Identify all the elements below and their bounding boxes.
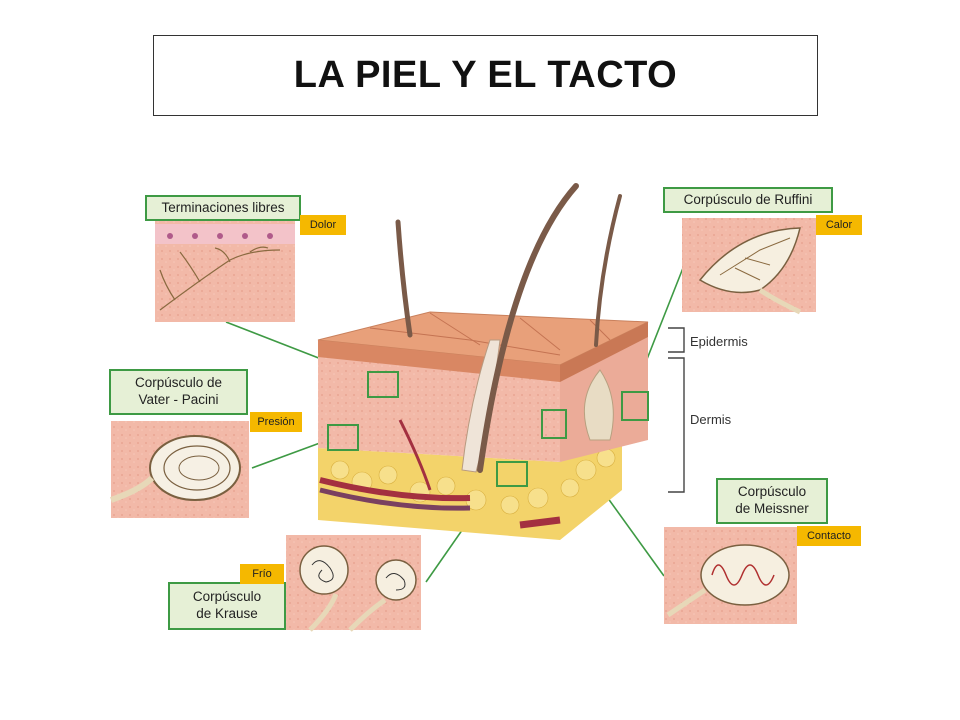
- label-corpusculo-pacini: Corpúsculo de Vater - Pacini: [109, 369, 248, 415]
- inset-terminaciones: [155, 220, 295, 322]
- tag-dolor: Dolor: [300, 215, 346, 235]
- tag-contacto: Contacto: [797, 526, 861, 546]
- dermis-front: [318, 355, 560, 462]
- layer-brackets: [668, 327, 685, 493]
- label-terminaciones-libres: Terminaciones libres: [145, 195, 301, 221]
- title-box: LA PIEL Y EL TACTO: [153, 35, 818, 116]
- tag-frio: Frío: [240, 564, 284, 584]
- label-corpusculo-ruffini: Corpúsculo de Ruffini: [663, 187, 833, 213]
- layer-label-epidermis: Epidermis: [690, 334, 748, 349]
- tag-calor: Calor: [816, 215, 862, 235]
- page-title: LA PIEL Y EL TACTO: [293, 54, 678, 96]
- inset-krause: [286, 535, 421, 632]
- skin-block: [317, 311, 649, 540]
- subcutaneous-fat: [318, 440, 622, 540]
- layer-label-dermis: Dermis: [690, 412, 732, 427]
- epidermis-side: [560, 322, 648, 382]
- inset-meissner: [664, 527, 797, 624]
- label-corpusculo-meissner: Corpúsculo de Meissner: [716, 478, 828, 524]
- inset-ruffini: [682, 218, 816, 315]
- inset-pacini: [110, 421, 249, 518]
- label-corpusculo-krause: Corpúsculo de Krause: [168, 582, 286, 630]
- hairs: [395, 183, 622, 473]
- tag-presion: Presión: [250, 412, 302, 432]
